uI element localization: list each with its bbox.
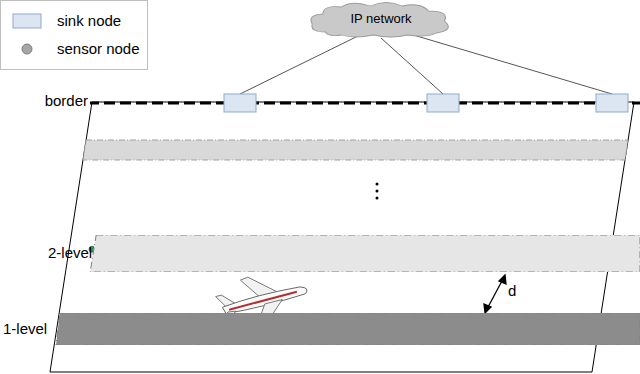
uplink-line [410, 34, 612, 94]
uplink-line [240, 36, 358, 94]
band-shape [0, 235, 640, 272]
uplink-line [381, 38, 443, 94]
ellipsis-dot [376, 183, 379, 186]
vertical-ellipsis [376, 183, 379, 200]
arrow-head [484, 304, 491, 313]
distance-line [487, 279, 503, 309]
uplinks [240, 34, 612, 94]
border-line [88, 102, 640, 105]
cloud-label: IP network [307, 12, 455, 26]
level-label: 1-level [3, 321, 47, 338]
legend-text: sensor node [57, 40, 140, 57]
legend-swatch [22, 44, 32, 54]
legend-sample [9, 11, 45, 31]
band-outline [90, 235, 640, 272]
legend-swatch [13, 14, 41, 28]
distance-arrow [484, 275, 506, 313]
ellipsis-dot [376, 197, 379, 200]
legend-text: sink node [57, 12, 121, 29]
network-cloud: IP network [307, 2, 455, 38]
band-outline [56, 313, 640, 345]
legend-box: sink node sensor node [0, 0, 148, 70]
airplane-stripe [229, 292, 297, 310]
sink-node [224, 94, 256, 112]
arrow-head [499, 275, 506, 284]
level-band: 1-level [0, 313, 640, 345]
level-label: 2-level [48, 245, 92, 262]
distance-label: d [508, 283, 516, 300]
ellipsis-dot [376, 190, 379, 193]
legend-sample [9, 39, 45, 59]
sink-node [427, 94, 459, 112]
sink-node [596, 94, 628, 112]
sink-nodes [224, 94, 628, 112]
level-band: 2-level [0, 235, 640, 272]
border-label: border [43, 93, 90, 110]
upper-band [83, 140, 628, 160]
band-shape [0, 313, 640, 345]
